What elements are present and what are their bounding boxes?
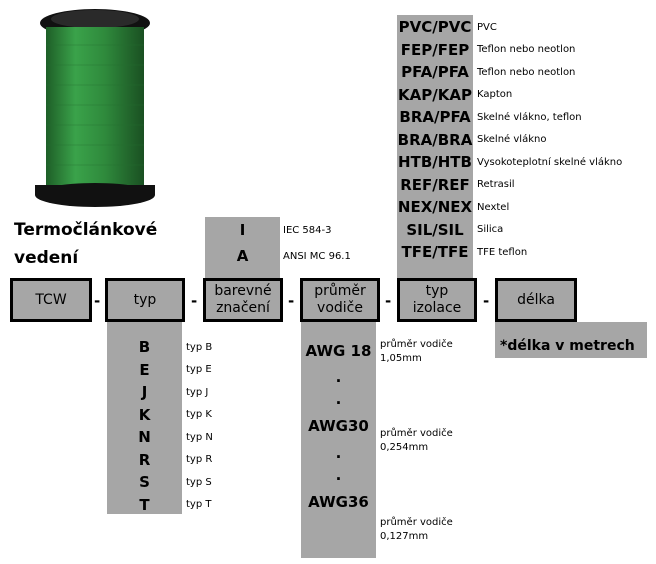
type-desc: typ J bbox=[186, 386, 209, 398]
header-label: izolace bbox=[412, 300, 462, 316]
insulation-descs: PVC Teflon nebo neotlon Teflon nebo neot… bbox=[477, 16, 622, 264]
gauge-desc-line: průměr vodiče bbox=[380, 428, 453, 439]
header-label: značení bbox=[216, 300, 270, 316]
insulation-code: SIL/SIL bbox=[406, 220, 464, 239]
header-box-tcw: TCW bbox=[10, 278, 92, 322]
insulation-code: HTB/HTB bbox=[398, 153, 472, 172]
header-label: typ bbox=[425, 283, 449, 299]
type-desc: typ R bbox=[186, 454, 213, 466]
color-code: I bbox=[239, 221, 246, 239]
color-coding-panel bbox=[205, 217, 280, 278]
type-desc: typ S bbox=[186, 476, 212, 488]
length-panel bbox=[495, 322, 647, 358]
separator: - bbox=[483, 292, 490, 310]
color-code: A bbox=[236, 247, 249, 265]
type-desc: typ E bbox=[186, 364, 212, 376]
type-code: B bbox=[138, 338, 151, 357]
color-coding-descs: IEC 584-3 ANSI MC 96.1 bbox=[283, 217, 351, 269]
gauge-desc-line: průměr vodiče bbox=[380, 517, 453, 528]
insulation-code: BRA/PFA bbox=[399, 108, 471, 127]
insulation-code: KAP/KAP bbox=[398, 85, 472, 104]
insulation-code: NEX/NEX bbox=[397, 198, 473, 217]
gauge-desc: průměr vodiče 1,05mm bbox=[380, 338, 453, 366]
gauge-desc-line: 1,05mm bbox=[380, 353, 422, 364]
insulation-desc: Skelné vlákno, teflon bbox=[477, 111, 582, 123]
insulation-desc: Nextel bbox=[477, 201, 510, 213]
gauge-code: . bbox=[335, 466, 342, 484]
insulation-desc: Retrasil bbox=[477, 179, 515, 191]
gauge-code: . bbox=[335, 444, 342, 462]
separator: - bbox=[385, 292, 392, 310]
type-descs: typ B typ E typ J typ K typ N typ R typ … bbox=[186, 336, 213, 516]
type-code: E bbox=[139, 360, 150, 379]
separator: - bbox=[94, 292, 101, 310]
separator: - bbox=[288, 292, 295, 310]
gauge-desc-line: průměr vodiče bbox=[380, 339, 453, 350]
gauge-code: . bbox=[335, 390, 342, 408]
insulation-desc: Teflon nebo neotlon bbox=[477, 44, 576, 56]
insulation-desc: Skelné vlákno bbox=[477, 134, 547, 146]
gauge-code: AWG36 bbox=[308, 493, 369, 511]
header-label: průměr bbox=[314, 283, 366, 299]
insulation-code: PVC/PVC bbox=[398, 18, 472, 37]
insulation-codes: PVC/PVC FEP/FEP PFA/PFA KAP/KAP BRA/PFA … bbox=[397, 16, 473, 264]
insulation-desc: PVC bbox=[477, 21, 497, 33]
header-label: TCW bbox=[35, 291, 67, 308]
insulation-code: REF/REF bbox=[400, 175, 470, 194]
type-desc: typ T bbox=[186, 499, 212, 511]
type-code: J bbox=[141, 383, 148, 402]
header-box-delka: délka bbox=[495, 278, 577, 322]
type-code: T bbox=[139, 495, 150, 514]
gauge-code: . bbox=[335, 368, 342, 386]
color-code-desc: IEC 584-3 bbox=[283, 224, 332, 236]
length-note: *délka v metrech bbox=[500, 338, 635, 354]
title-line: vedení bbox=[14, 248, 79, 268]
type-codes: B E J K N R S T bbox=[107, 336, 182, 516]
insulation-desc: Kapton bbox=[477, 89, 513, 101]
wire-spool-icon bbox=[35, 9, 155, 207]
color-coding-codes: I A bbox=[205, 217, 280, 269]
insulation-desc: TFE teflon bbox=[477, 246, 528, 258]
type-desc: typ B bbox=[186, 341, 213, 353]
gauge-desc-line: 0,127mm bbox=[380, 531, 429, 542]
gauge-desc: průměr vodiče 0,254mm bbox=[380, 427, 453, 455]
insulation-panel bbox=[397, 15, 473, 278]
header-box-typ: typ bbox=[105, 278, 185, 322]
header-box-izolace: typ izolace bbox=[397, 278, 477, 322]
diagram-title: Termočlánkové vedení bbox=[14, 216, 157, 272]
header-label: barevné bbox=[214, 283, 272, 299]
gauge-code: AWG30 bbox=[308, 417, 369, 435]
gauge-code: AWG 18 bbox=[305, 342, 372, 360]
insulation-code: TFE/TFE bbox=[401, 243, 469, 262]
type-desc: typ K bbox=[186, 409, 212, 421]
header-box-prumer: průměr vodiče bbox=[300, 278, 380, 322]
type-desc: typ N bbox=[186, 431, 213, 443]
insulation-code: FEP/FEP bbox=[400, 40, 470, 59]
gauge-codes: AWG 18 . . AWG30 . . AWG36 bbox=[301, 336, 376, 518]
insulation-desc: Vysokoteplotní skelné vlákno bbox=[477, 156, 623, 168]
type-code: K bbox=[138, 405, 151, 424]
title-line: Termočlánkové bbox=[14, 220, 158, 240]
gauge-panel bbox=[301, 322, 376, 558]
header-label: vodiče bbox=[317, 300, 363, 316]
header-box-barevne: barevné značení bbox=[203, 278, 283, 322]
type-panel bbox=[107, 322, 182, 514]
color-code-desc: ANSI MC 96.1 bbox=[283, 250, 351, 262]
type-code: S bbox=[139, 473, 150, 492]
gauge-desc-line: 0,254mm bbox=[380, 442, 429, 453]
insulation-code: PFA/PFA bbox=[401, 63, 469, 82]
gauge-desc: průměr vodiče 0,127mm bbox=[380, 516, 453, 544]
header-label: délka bbox=[517, 291, 555, 308]
type-code: R bbox=[138, 450, 151, 469]
separator: - bbox=[191, 292, 198, 310]
header-label: typ bbox=[133, 291, 157, 308]
insulation-code: BRA/BRA bbox=[397, 130, 473, 149]
insulation-desc: Teflon nebo neotlon bbox=[477, 66, 576, 78]
type-code: N bbox=[138, 428, 151, 447]
insulation-desc: Silica bbox=[477, 224, 504, 236]
